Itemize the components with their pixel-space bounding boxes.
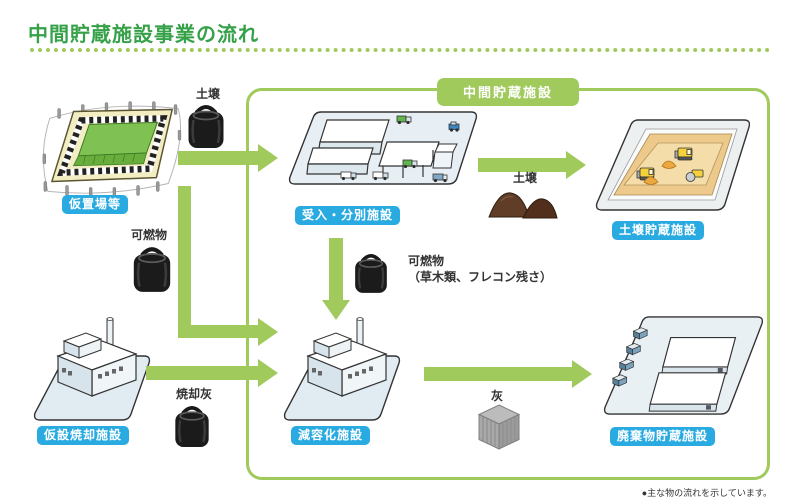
- receiving-separation-facility-illustration: [288, 111, 478, 185]
- material-label-combustibles: 可燃物: [131, 228, 168, 242]
- windows: [312, 366, 373, 379]
- interim-storage-boundary: 中間貯蔵施設: [246, 78, 770, 480]
- waste-storage-facility-illustration: [603, 316, 764, 415]
- arrow-receiving-to-volume-reduction-head: [322, 300, 350, 320]
- slope-ticks: [83, 153, 136, 164]
- material-label-combustibles-detail: 可燃物 （草木類、フレコン残さ）: [408, 254, 552, 285]
- label-waste-storage: 廃棄物貯蔵施設: [610, 427, 716, 446]
- arrow-soil-to-receiving: [178, 151, 258, 165]
- flexible-container-bag-icon: [133, 247, 171, 292]
- material-label-soil-top: 土壌: [196, 87, 221, 101]
- soil-storage-facility-illustration: [595, 119, 750, 211]
- roller: [685, 169, 704, 182]
- material-label-incineration-ash: 焼却灰: [176, 387, 213, 401]
- arrow-incineration-ash-head: [258, 359, 278, 387]
- boundary-label: 中間貯蔵施設: [436, 78, 580, 106]
- ash-container-icon: [477, 404, 521, 450]
- page-title: 中間貯蔵施設事業の流れ: [28, 24, 259, 46]
- volume-reduction-facility-illustration: [283, 317, 401, 421]
- title-underline: [30, 48, 770, 52]
- soil-mounds-icon: [488, 192, 558, 219]
- arrow-soil-to-soil-storage-head: [566, 151, 586, 179]
- footnote: ●主な物の流れを示しています。: [641, 488, 772, 498]
- trucks: [340, 115, 460, 183]
- arrow-combustibles-horizontal: [178, 325, 258, 338]
- flexible-container-bag-icon: [355, 254, 387, 293]
- combustibles-detail-line2: （草木類、フレコン残さ）: [408, 269, 553, 284]
- arrow-combustibles-head: [258, 318, 278, 346]
- label-temporary-storage: 仮置場等: [62, 195, 129, 214]
- canopy-roof: [378, 141, 440, 167]
- temporary-incineration-facility-illustration: [33, 317, 151, 421]
- flexible-container-bag-icon: [188, 105, 224, 148]
- arrow-receiving-to-volume-reduction: [329, 238, 343, 302]
- label-soil-storage: 土壌貯蔵施設: [612, 221, 705, 240]
- combustibles-detail-line1: 可燃物: [408, 254, 445, 268]
- flexible-container-bag-icon: [175, 406, 209, 447]
- container-ribs: [482, 416, 516, 448]
- arrow-incineration-ash: [146, 366, 258, 380]
- arrow-soil-to-soil-storage: [478, 158, 566, 172]
- arrow-combustibles-vertical: [178, 186, 191, 338]
- windows: [62, 366, 123, 379]
- label-volume-reduction: 減容化施設: [291, 426, 371, 445]
- material-label-soil-mid: 土壌: [513, 171, 538, 185]
- chimney: [356, 317, 364, 348]
- label-temporary-incineration: 仮設焼却施設: [37, 426, 130, 445]
- temporary-storage-site-illustration: [42, 101, 182, 198]
- bulldozer: [674, 147, 693, 161]
- arrow-soil-to-receiving-head: [258, 144, 278, 172]
- storage-containers: [611, 327, 649, 387]
- chimney: [106, 317, 114, 348]
- label-receiving-separation: 受入・分別施設: [295, 206, 401, 225]
- arrow-ash-to-waste-storage-head: [572, 360, 592, 388]
- arrow-ash-to-waste-storage: [424, 367, 572, 381]
- material-label-ash: 灰: [491, 389, 504, 403]
